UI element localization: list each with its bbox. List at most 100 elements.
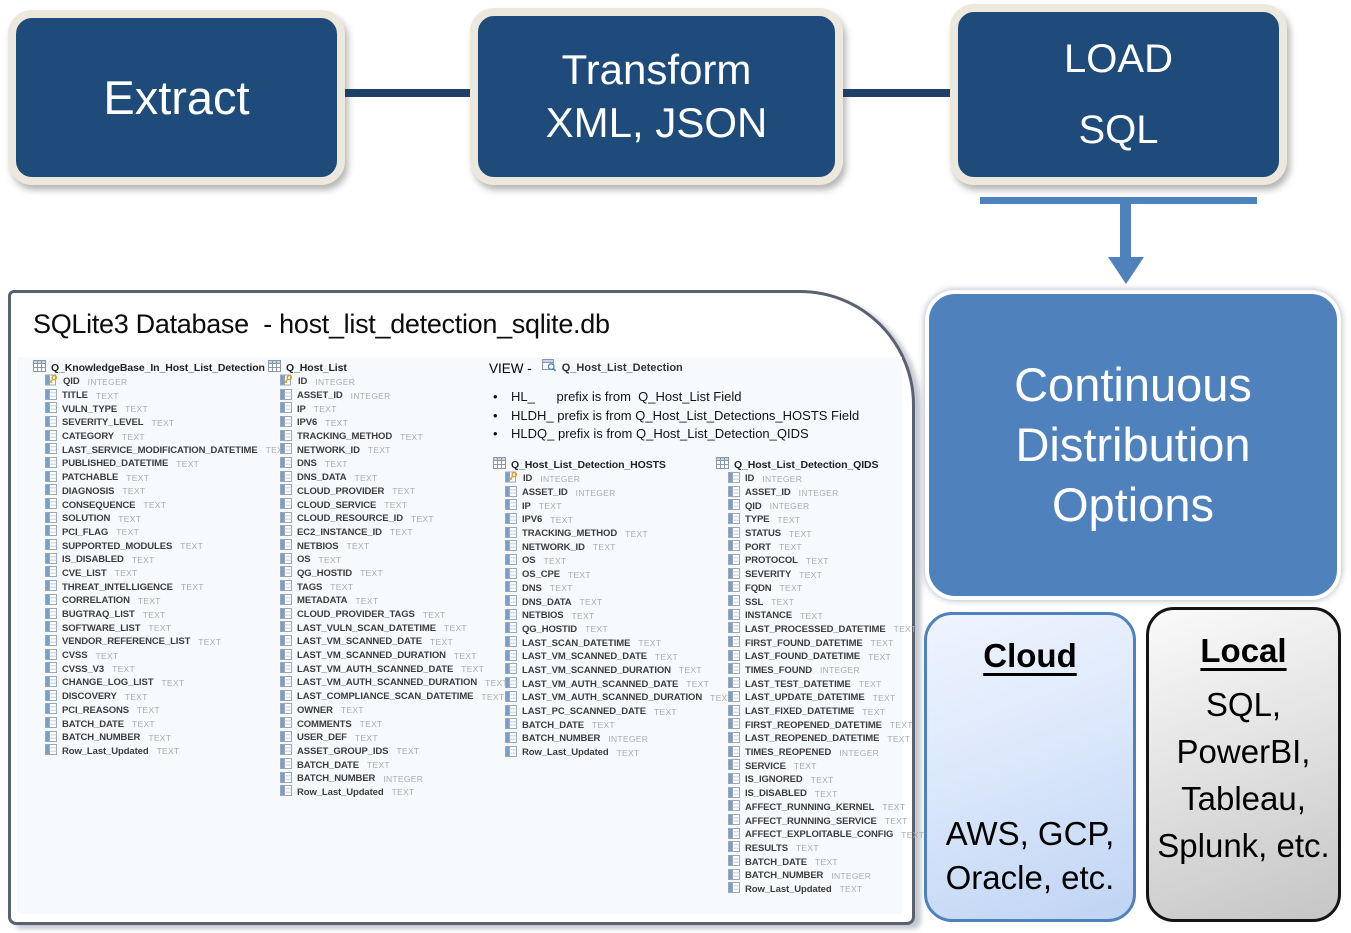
field-name: TIMES_REOPENED [745, 747, 832, 759]
field-name: ASSET_ID [745, 487, 791, 499]
column-icon [505, 552, 517, 570]
column-icon [728, 661, 740, 679]
field-name: IPV6 [522, 514, 543, 526]
load-step-box: LOAD SQL [950, 4, 1287, 185]
field-type: TEXT [710, 692, 734, 703]
field-type: TEXT [422, 609, 446, 620]
column-icon [280, 496, 292, 514]
load-underline-bar [980, 197, 1257, 204]
field-name: TIMES_FOUND [745, 664, 812, 676]
column-icon [280, 729, 292, 747]
field-type: TEXT [125, 404, 148, 415]
field-row: STATUS TEXT [716, 526, 924, 541]
column-icon [280, 606, 292, 624]
field-name: LAST_REOPENED_DATETIME [745, 733, 880, 745]
field-name: TRACKING_METHOD [297, 431, 393, 443]
field-name: LAST_SERVICE_MODIFICATION_DATETIME [62, 444, 258, 456]
field-type: TEXT [538, 501, 562, 512]
field-name: DNS_DATA [522, 596, 572, 608]
field-type: TEXT [112, 664, 136, 675]
field-type: TEXT [678, 665, 702, 676]
field-name: SOLUTION [62, 513, 111, 525]
transform-label-line1: Transform [561, 46, 752, 93]
connector-extract-transform [345, 89, 470, 97]
local-heading: Local [1200, 632, 1287, 669]
column-icon [45, 688, 57, 706]
column-icon [728, 648, 740, 666]
column-icon [45, 701, 57, 719]
column-icon [728, 497, 740, 515]
field-name: BUGTRAQ_LIST [62, 609, 135, 621]
column-icon [45, 496, 57, 514]
column-icon [505, 730, 517, 748]
field-type: INTEGER [762, 473, 803, 484]
view-header: VIEW - Q_Host_List_Detection [489, 359, 859, 377]
column-icon [280, 441, 292, 459]
column-icon [45, 564, 57, 582]
field-name: CONSEQUENCE [62, 499, 136, 511]
field-name: SERVICE [745, 760, 786, 772]
column-icon [728, 607, 740, 625]
column-icon [280, 742, 292, 760]
column-icon [728, 703, 740, 721]
down-arrow-shaft [1120, 197, 1131, 259]
column-icon [45, 647, 57, 665]
field-name: STATUS [745, 528, 781, 540]
field-type: TEXT [789, 528, 812, 539]
field-name: PATCHABLE [62, 472, 119, 484]
column-icon [280, 592, 292, 610]
field-name: IS_DISABLED [62, 554, 124, 566]
column-icon [728, 593, 740, 611]
field-name: THREAT_INTELLIGENCE [62, 581, 173, 593]
field-name: LAST_FOUND_DATETIME [745, 651, 861, 663]
table-name: Q_KnowledgeBase_In_Host_List_Detection [51, 362, 265, 374]
field-type: TEXT [142, 609, 166, 620]
field-type: TEXT [461, 664, 485, 675]
field-name: BATCH_NUMBER [62, 732, 141, 744]
field-type: TEXT [793, 761, 817, 772]
field-type: TEXT [653, 706, 677, 717]
field-type: TEXT [901, 829, 925, 840]
column-icon [45, 428, 57, 446]
column-icon [505, 484, 517, 502]
field-type: TEXT [858, 679, 882, 690]
field-name: OWNER [297, 704, 333, 716]
field-type: TEXT [391, 787, 415, 798]
column-icon [505, 634, 517, 652]
column-icon [280, 469, 292, 487]
column-icon [280, 455, 292, 473]
column-icon [280, 633, 292, 651]
field-type: TEXT [121, 431, 145, 442]
key-column-icon [280, 373, 293, 391]
field-type: TEXT [868, 651, 892, 662]
column-icon [728, 771, 740, 789]
field-type: TEXT [884, 816, 908, 827]
field-row: CVSS_V3 TEXT [33, 662, 289, 676]
column-icon [728, 744, 740, 762]
field-name: AFFECT_EXPLOITABLE_CONFIG [745, 829, 894, 841]
field-name: CVSS_V3 [62, 663, 105, 675]
field-name: AFFECT_RUNNING_KERNEL [745, 801, 875, 813]
field-name: BATCH_NUMBER [297, 773, 376, 785]
extract-step-box: Extract [8, 10, 345, 185]
